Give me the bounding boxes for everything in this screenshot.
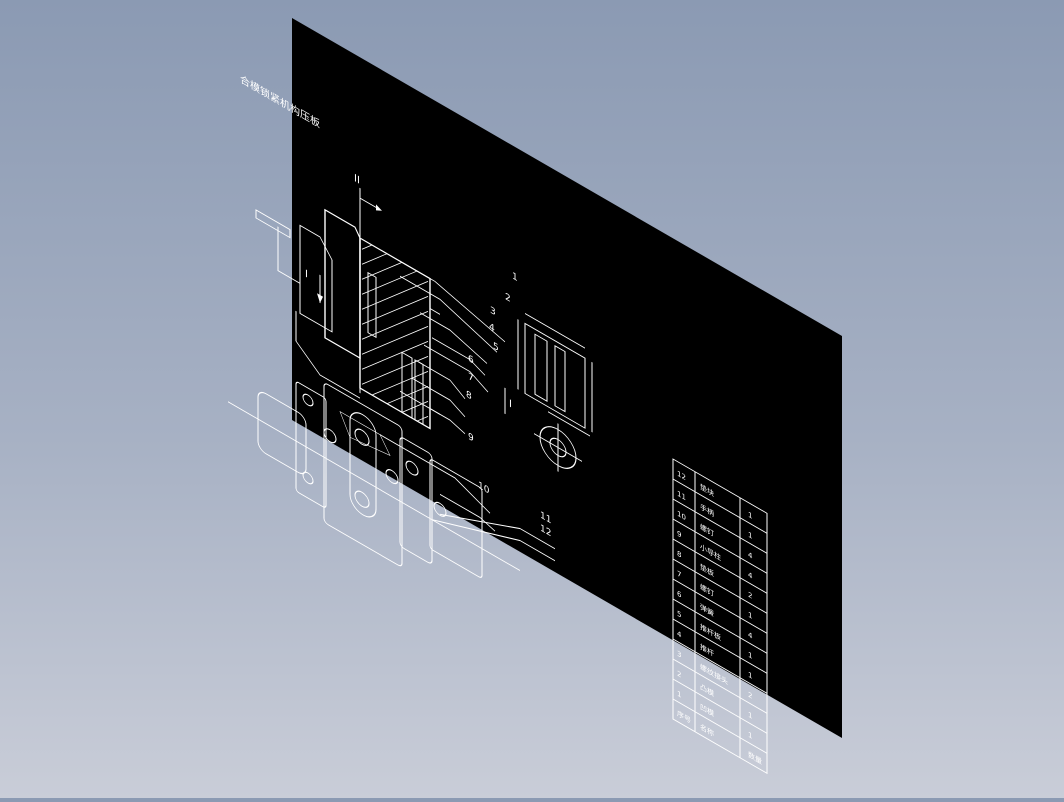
bom-cell-no: 3 bbox=[677, 649, 682, 660]
bom-cell-qty: 1 bbox=[748, 530, 753, 541]
bom-cell-qty: 2 bbox=[748, 690, 753, 701]
bom-cell-qty: 2 bbox=[748, 590, 753, 601]
callout-12: 12 bbox=[540, 523, 551, 540]
bom-cell-qty: 1 bbox=[748, 670, 753, 681]
bom-cell-qty: 4 bbox=[748, 550, 753, 561]
bom-cell-no: 11 bbox=[677, 489, 686, 503]
leader-lines-upper bbox=[400, 260, 506, 435]
bom-cell-qty: 4 bbox=[748, 570, 753, 581]
bom-cell-qty: 1 bbox=[748, 730, 753, 741]
bom-cell-no: 6 bbox=[677, 589, 682, 600]
callout-8: 8 bbox=[466, 389, 472, 402]
bom-cell-qty: 1 bbox=[748, 510, 753, 521]
bom-cell-no: 5 bbox=[677, 609, 682, 620]
bom-cell-no: 4 bbox=[677, 629, 682, 640]
callout-11: 11 bbox=[540, 510, 551, 527]
bom-cell-no: 12 bbox=[677, 469, 686, 483]
callout-3: 3 bbox=[490, 305, 496, 318]
callout-5: 5 bbox=[493, 341, 499, 354]
bom-cell-qty: 4 bbox=[748, 630, 753, 641]
callout-10: 10 bbox=[478, 480, 489, 497]
bom-cell-no: 9 bbox=[677, 529, 682, 540]
handle-part bbox=[255, 209, 360, 399]
section-marker-i: I I bbox=[305, 267, 512, 415]
bom-cell-no: 7 bbox=[677, 569, 682, 580]
detail-view-dimensions bbox=[517, 312, 593, 437]
bom-cell-no: 2 bbox=[677, 669, 682, 680]
leader-lines-lower bbox=[380, 434, 555, 562]
bom-cell-qty: 1 bbox=[748, 710, 753, 721]
round-detail bbox=[534, 423, 582, 472]
view-label-i-right: I bbox=[509, 397, 512, 411]
bom-cell-no: 8 bbox=[677, 549, 682, 560]
callout-6: 6 bbox=[468, 353, 474, 366]
view-label-i-left: I bbox=[305, 267, 308, 281]
callout-4: 4 bbox=[489, 321, 495, 334]
main-assembly-section bbox=[324, 208, 440, 430]
bom-cell-qty: 1 bbox=[748, 650, 753, 661]
bom-cell-no: 1 bbox=[677, 689, 682, 700]
drawing-sheet bbox=[292, 18, 842, 738]
bom-cell-no: 10 bbox=[677, 509, 686, 523]
callout-7: 7 bbox=[468, 371, 474, 384]
lower-assembly bbox=[228, 381, 520, 578]
callout-2: 2 bbox=[505, 291, 511, 304]
callout-9: 9 bbox=[468, 431, 474, 444]
bom-cell-qty: 1 bbox=[748, 610, 753, 621]
view-label-ii: II bbox=[354, 171, 360, 186]
sheet-content: 合模锁紧机构压板 II I I bbox=[228, 72, 768, 775]
callout-1: 1 bbox=[512, 271, 518, 284]
